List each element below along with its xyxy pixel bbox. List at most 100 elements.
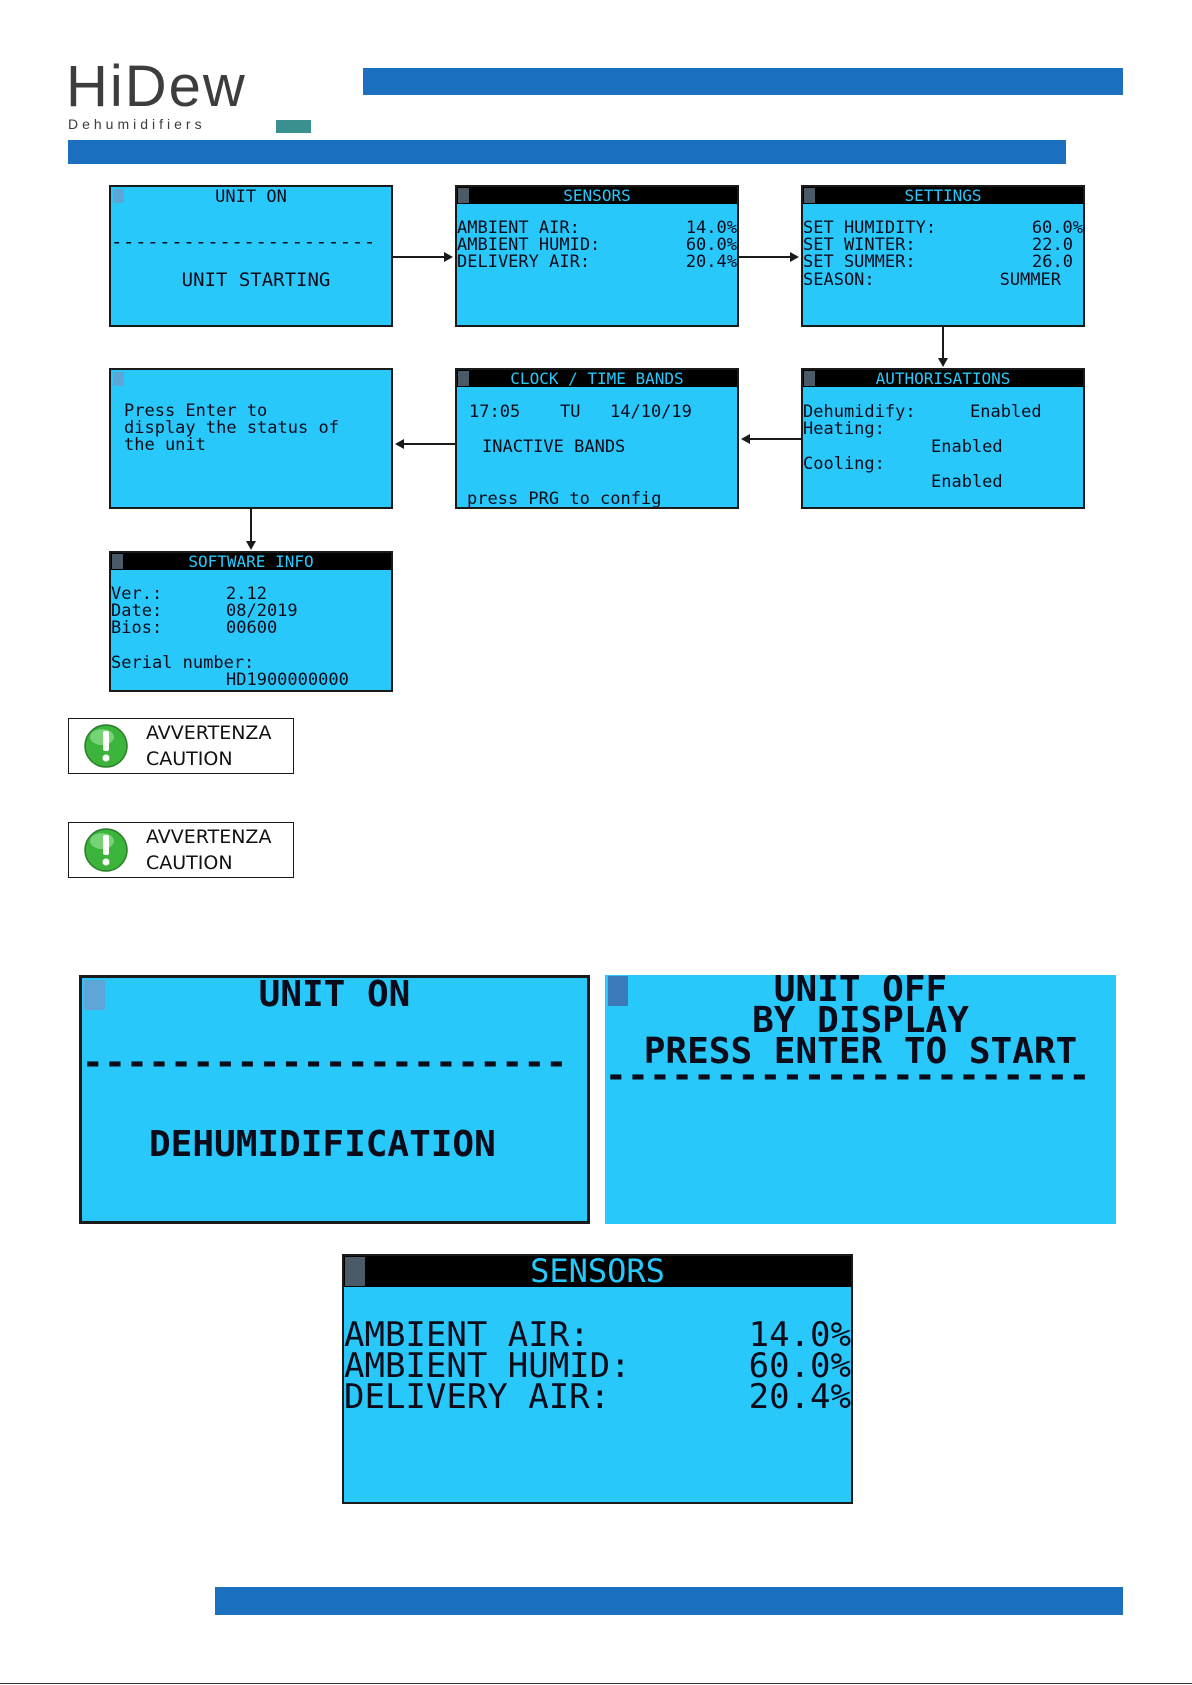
message-line: Press Enter to [124,401,268,421]
sensor-value: 20.4% [748,1377,851,1417]
sensor-label: AMBIENT AIR: [457,218,580,238]
arrow-line [750,438,801,440]
sensor-row: AMBIENT AIR: 14.0% [457,220,737,237]
divider: ---------------------- [82,1042,568,1083]
setting-label: SET HUMIDITY: [803,218,937,238]
info-value: 08/2019 [226,601,298,621]
screen-title: SENSORS [457,187,737,204]
sensor-row: AMBIENT AIR: 14.0% [344,1315,851,1355]
arrow-line [404,443,455,445]
arrow-right-icon [790,252,799,262]
sensor-row: DELIVERY AIR: 20.4% [344,1377,851,1417]
screen-line: UNIT OFF [773,975,948,1010]
screen-title: SOFTWARE INFO [111,553,391,570]
caution-line1: AVVERTENZA [146,722,272,744]
info-label: Date: [111,601,163,621]
setting-value: SUMMER [999,270,1061,290]
screen-line: PRESS ENTER TO START [643,1031,1078,1072]
setting-row: SET SUMMER:26.0 [803,254,1083,271]
sensor-value: 60.0% [685,235,737,255]
screen-title: AUTHORISATIONS [803,370,1083,387]
header-band-top [363,68,1123,95]
arrow-left-icon [741,434,750,444]
lcd-unit-starting: UNIT ON ---------------------- UNIT STAR… [109,185,393,327]
cursor-block [113,189,124,203]
screen-title: SENSORS [344,1256,851,1287]
warning-icon [84,724,128,768]
lcd-authorisations: AUTHORISATIONS Dehumidify: Enabled Heati… [801,368,1085,509]
cursor-block [804,188,815,203]
lcd-clock-time-bands: CLOCK / TIME BANDS 17:05 TU 14/10/19 INA… [455,368,739,509]
warning-icon [84,828,128,872]
config-hint: press PRG to config [467,489,662,509]
lcd-software-info: SOFTWARE INFO Ver.: 2.12 Date: 08/2019 B… [109,551,393,692]
info-label: Bios: [111,618,163,638]
status-text: DEHUMIDIFICATION [149,1124,496,1165]
lcd-press-enter: Press Enter to display the status of the… [109,368,393,509]
screen-title: UNIT ON [215,187,287,207]
setting-label: SET WINTER: [803,235,916,255]
arrow-down-icon [246,541,256,550]
caution-line2: CAUTION [146,748,233,770]
auth-label: Dehumidify: [803,402,916,422]
sensor-value: 14.0% [685,218,737,238]
setting-row: SET HUMIDITY: 60.0% [803,220,1083,237]
lcd-large-unit-on: UNIT ON ---------------------- DEHUMIDIF… [79,975,590,1224]
header-band-bottom [68,140,1066,164]
info-label: Serial number: [111,653,255,673]
sensor-value: 60.0% [748,1346,851,1386]
cursor-block [113,372,124,386]
logo-accent-block [276,120,311,133]
arrow-down-icon [938,358,948,367]
cursor-block [608,976,628,1006]
message-line: display the status of [124,418,339,438]
sensor-label: AMBIENT HUMID: [344,1346,631,1386]
arrow-line [393,256,445,258]
caution-line2: CAUTION [146,852,233,874]
sensor-value: 14.0% [748,1315,851,1355]
clock-time: 17:05 [469,402,521,422]
setting-value: 26.0 [1032,252,1073,272]
sensor-row: AMBIENT HUMID: 60.0% [344,1346,851,1386]
brand-logo: HiDew Dehumidifiers [66,58,326,138]
sensor-label: DELIVERY AIR: [344,1377,611,1417]
lcd-settings: SETTINGS SET HUMIDITY:60.0% SET WINTER:2… [801,185,1085,327]
lcd-large-unit-off: UNIT OFF BY DISPLAY PRESS ENTER TO START… [605,975,1116,1224]
sensor-row: DELIVERY AIR:20.4% [457,254,737,271]
sensor-label: AMBIENT HUMID: [457,235,601,255]
arrow-right-icon [444,252,453,262]
footer-rule [0,1683,1192,1684]
auth-value: Enabled [931,437,1003,457]
screen-line: BY DISPLAY [752,1000,969,1041]
auth-label: Heating: [803,419,885,439]
caution-box: AVVERTENZA CAUTION [68,822,294,878]
clock-date: 14/10/19 [610,402,692,422]
divider: ---------------------- [605,1055,1091,1096]
cursor-block [458,188,469,203]
arrow-line [250,509,252,542]
cursor-block [804,371,815,386]
sensor-label: DELIVERY AIR: [457,252,591,272]
arrow-left-icon [395,439,404,449]
lcd-large-sensors: SENSORS AMBIENT AIR: 14.0% AMBIENT HUMID:… [342,1254,853,1504]
setting-value: 22.0 [1032,235,1073,255]
info-label: Ver.: [111,584,163,604]
clock-day: TU [560,402,581,422]
lcd-sensors: SENSORS AMBIENT AIR: 14.0% AMBIENT HUMID:… [455,185,739,327]
auth-value: Enabled [931,472,1003,492]
footer-band [215,1587,1123,1615]
auth-value: Enabled [970,402,1042,422]
arrow-line [739,256,791,258]
sensor-row: AMBIENT HUMID: 60.0% [457,237,737,254]
bands-status: INACTIVE BANDS [482,437,626,457]
screen-title: UNIT ON [258,975,411,1015]
message-line: the unit [124,435,206,455]
auth-label: Cooling: [803,454,885,474]
setting-value: 60.0% [1031,218,1083,238]
sensor-label: AMBIENT AIR: [344,1315,590,1355]
cursor-block [458,371,469,386]
status-text: UNIT STARTING [181,269,331,291]
setting-row: SEASON:SUMMER [803,272,1083,289]
cursor-block [112,554,123,569]
info-value: 00600 [226,618,278,638]
